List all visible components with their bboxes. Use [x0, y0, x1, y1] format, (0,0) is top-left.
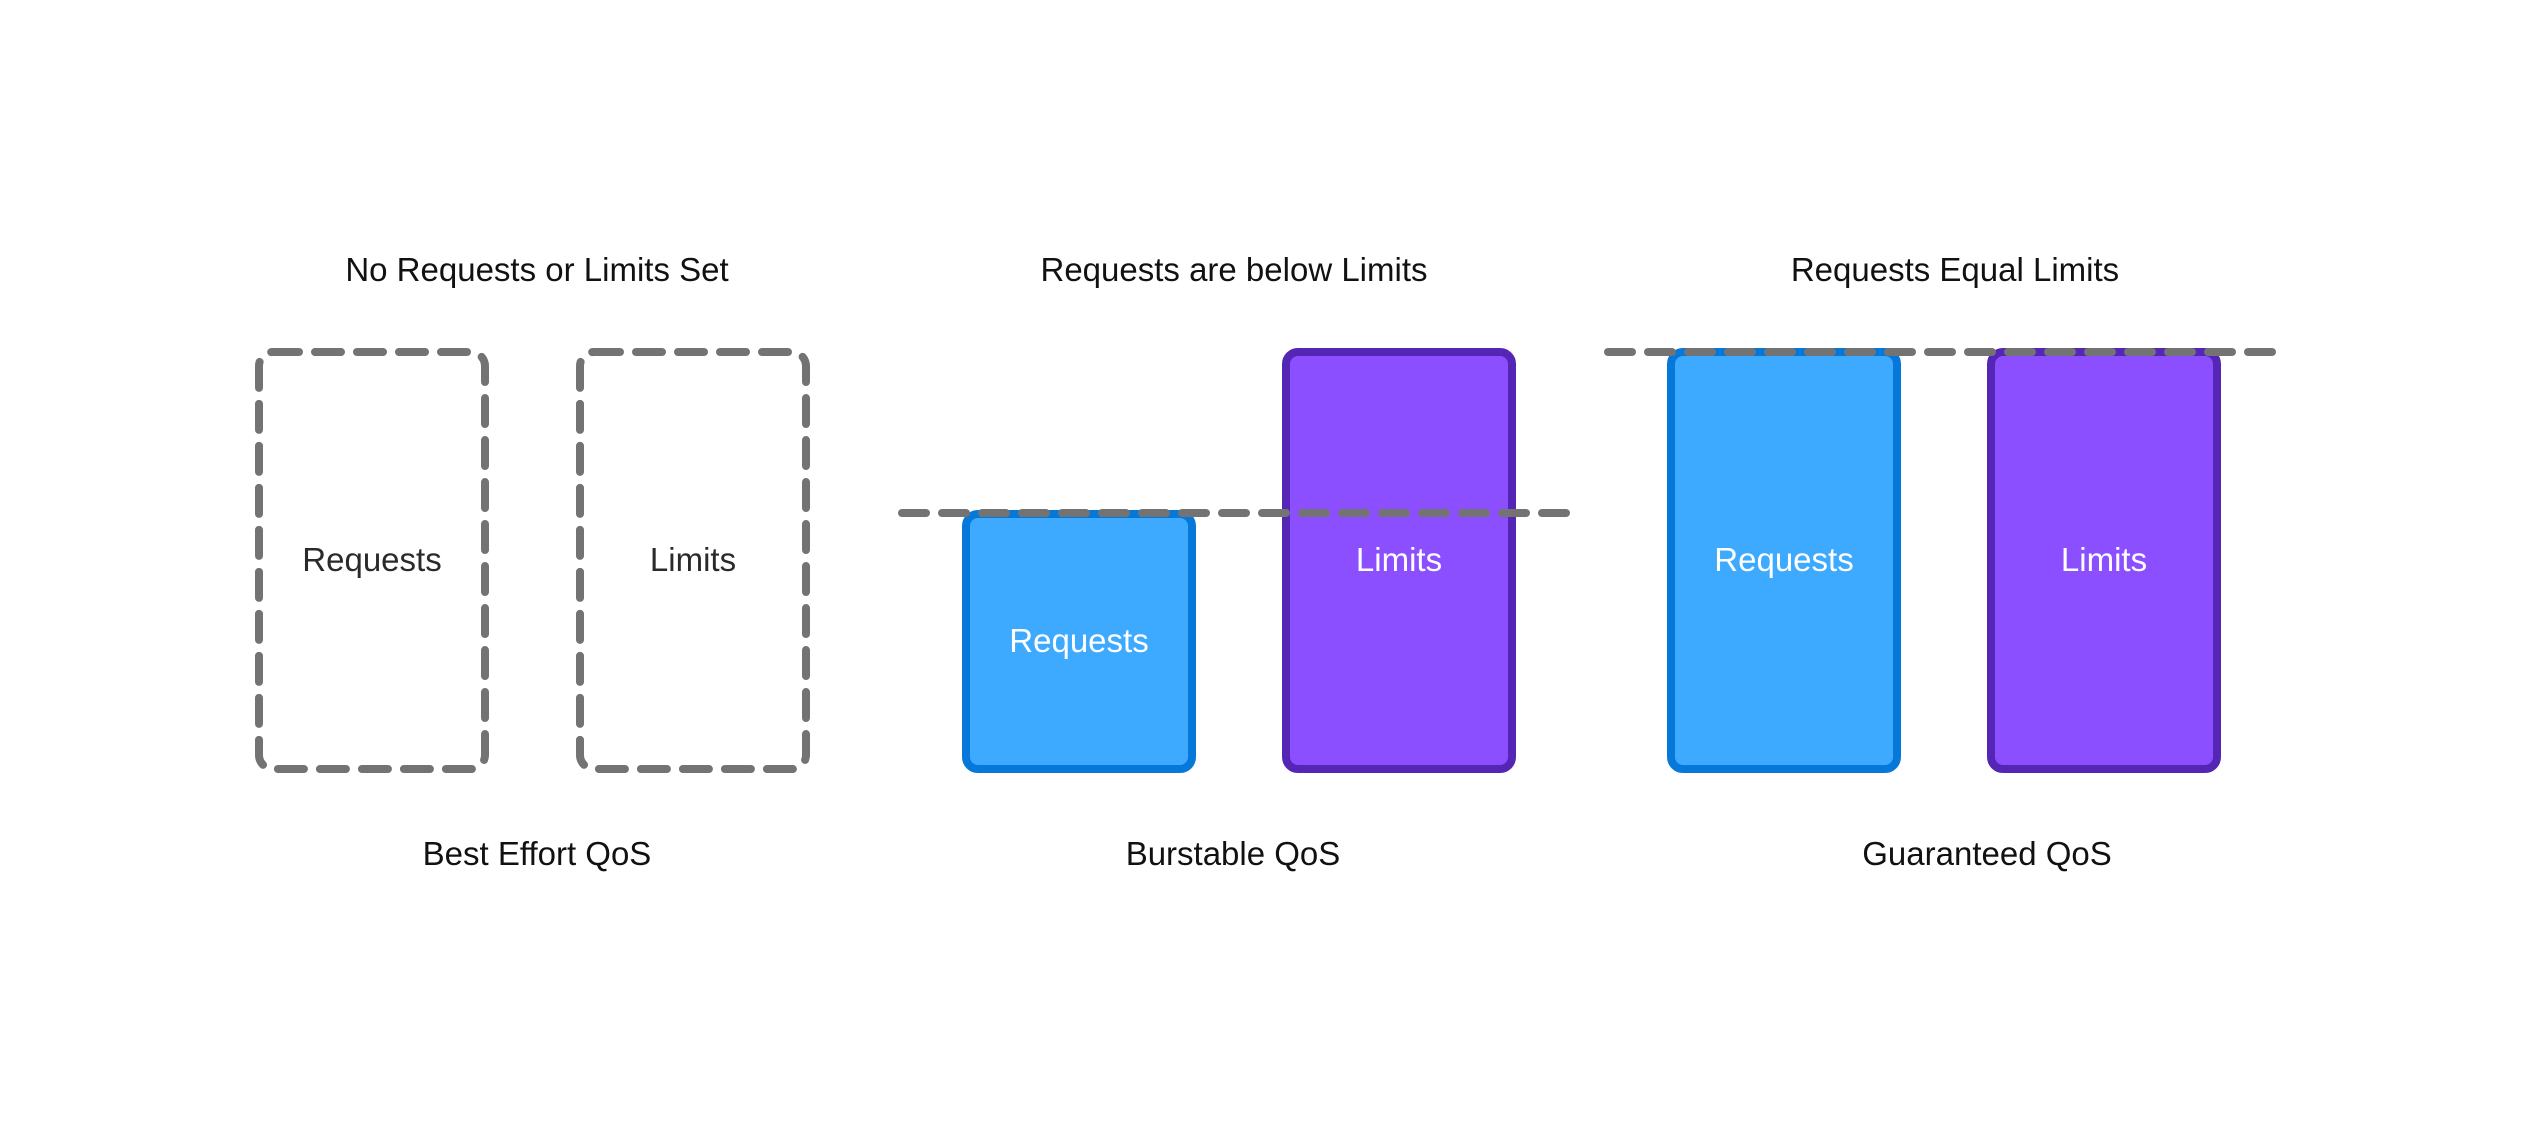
panel-caption-guaranteed: Guaranteed QoS — [1862, 835, 2112, 872]
limits-label-burstable: Limits — [1356, 541, 1442, 578]
requests-label-guaranteed: Requests — [1714, 541, 1853, 578]
panel-best-effort: No Requests or Limits Set Requests Limit… — [255, 251, 810, 872]
limits-label-best-effort: Limits — [650, 541, 736, 578]
limits-box-best-effort — [576, 348, 810, 773]
panel-title-guaranteed: Requests Equal Limits — [1791, 251, 2119, 288]
requests-label-best-effort: Requests — [302, 541, 441, 578]
panel-guaranteed: Requests Equal Limits Requests Limits Gu… — [1604, 251, 2286, 872]
panel-title-burstable: Requests are below Limits — [1040, 251, 1427, 288]
limits-box-burstable — [1282, 348, 1516, 773]
panel-title-best-effort: No Requests or Limits Set — [345, 251, 728, 288]
panel-caption-best-effort: Best Effort QoS — [423, 835, 652, 872]
panel-caption-burstable: Burstable QoS — [1126, 835, 1341, 872]
limits-label-guaranteed: Limits — [2061, 541, 2147, 578]
requests-box-best-effort — [255, 348, 489, 773]
requests-label-burstable: Requests — [1009, 622, 1148, 659]
panel-burstable: Requests are below Limits Requests Limit… — [898, 251, 1582, 872]
